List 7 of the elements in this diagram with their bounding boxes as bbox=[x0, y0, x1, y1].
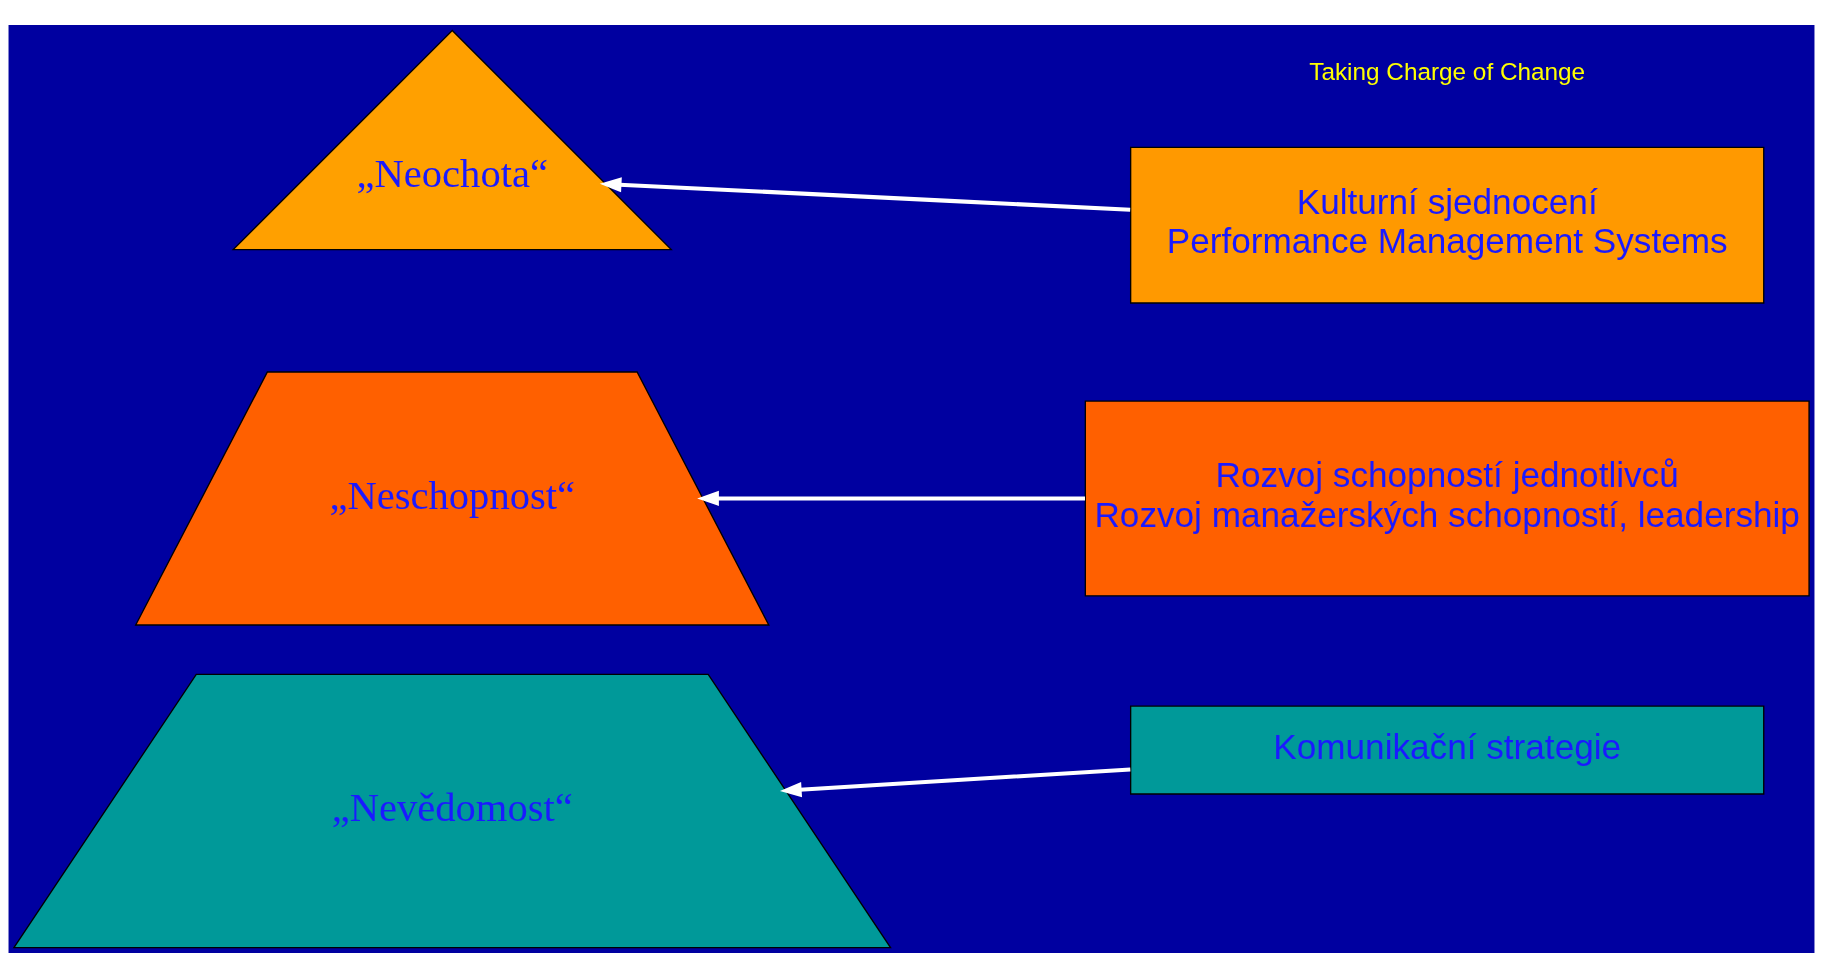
label: Taking Charge of Change bbox=[1309, 57, 1586, 85]
node-box: Kulturní sjednocení Performance Management Systems bbox=[1129, 146, 1765, 304]
arrow bbox=[697, 490, 1085, 507]
node-box: Rozvoj schopností jednotlivců Rozvoj manažerských schopností, leadership bbox=[1084, 400, 1810, 597]
node-box: Komunikační strategie bbox=[1129, 705, 1765, 795]
arrow bbox=[779, 767, 1131, 798]
arrow bbox=[599, 177, 1131, 212]
